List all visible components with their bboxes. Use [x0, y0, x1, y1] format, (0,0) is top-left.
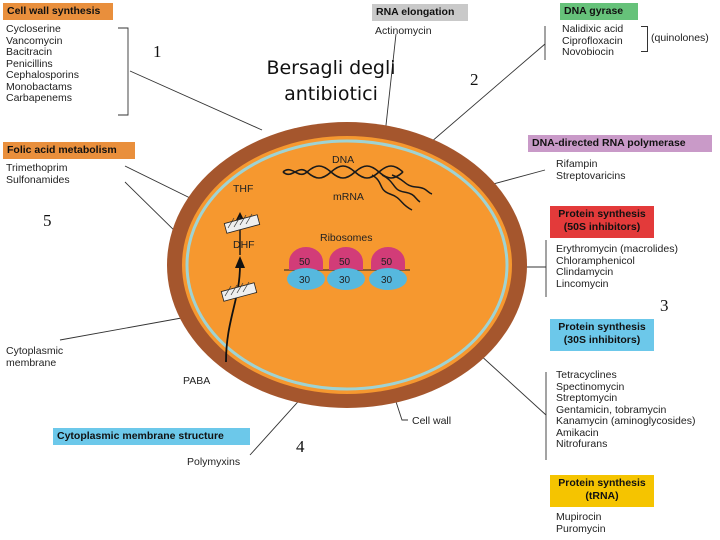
- thf-label: THF: [233, 183, 253, 195]
- drug-item: Vancomycin: [6, 34, 63, 47]
- paba-label: PABA: [183, 375, 211, 387]
- dhf-label: DHF: [233, 239, 255, 251]
- drug-item: Spectinomycin: [556, 380, 625, 393]
- number-4: 4: [296, 437, 305, 456]
- drug-item: Novobiocin: [562, 46, 614, 58]
- ribosome: 50 30: [327, 247, 365, 290]
- number-3: 3: [660, 296, 669, 315]
- header-line: Protein synthesis: [558, 477, 646, 489]
- ribosome-30s-label: 30: [381, 275, 393, 286]
- number-5: 5: [43, 211, 52, 230]
- drug-item: Kanamycin (aminoglycosides): [556, 415, 696, 427]
- drug-item: Nalidixic acid: [562, 23, 624, 35]
- protein-30s-drug-list: Tetracyclines Spectinomycin Streptomycin…: [556, 369, 696, 451]
- drug-item: Sulfonamides: [6, 173, 70, 186]
- drug-item: Lincomycin: [556, 277, 609, 290]
- folic-acid-header: Folic acid metabolism: [3, 142, 135, 159]
- drug-item: Bacitracin: [6, 46, 53, 58]
- diagram-title: Bersagli degli antibiotici: [246, 55, 416, 107]
- header-line: Protein synthesis: [558, 208, 646, 220]
- title-line-2: antibiotici: [284, 83, 378, 105]
- ribosome-50s-subunit: [329, 247, 363, 270]
- protein-50s-header: Protein synthesis (50S inhibitors): [550, 206, 654, 238]
- ribosome-30s-label: 30: [299, 275, 311, 286]
- dna-helix: [282, 165, 404, 179]
- header-line: Protein synthesis: [558, 321, 646, 333]
- ribosomes-label: Ribosomes: [320, 232, 373, 244]
- drug-item: Carbapenems: [6, 92, 72, 104]
- drug-item: Rifampin: [556, 158, 598, 170]
- drug-item: Ciprofloxacin: [562, 34, 623, 47]
- drug-item: Tetracyclines: [556, 369, 617, 381]
- header-line: (30S inhibitors): [563, 334, 641, 346]
- mrna-label: mRNA: [333, 191, 364, 203]
- drug-item: Streptomycin: [556, 392, 618, 404]
- drug-item: Streptovaricins: [556, 169, 626, 182]
- dna-gyrase-drug-list: Nalidixic acid Ciprofloxacin Novobiocin: [562, 23, 624, 59]
- drug-item: Chloramphenicol: [556, 254, 635, 267]
- header-line: (50S inhibitors): [563, 221, 641, 233]
- membrane-structure-header: Cytoplasmic membrane structure: [53, 428, 250, 445]
- drug-item: Nitrofurans: [556, 438, 608, 450]
- label-line: membrane: [6, 356, 57, 369]
- folic-acid-drug-list: Trimethoprim Sulfonamides: [6, 162, 70, 186]
- drug-item: Amikacin: [556, 426, 599, 439]
- sulfonamide-block: [220, 282, 258, 302]
- drug-item: Mupirocin: [556, 511, 602, 523]
- rna-polymerase-drug-list: Rifampin Streptovaricins: [556, 158, 626, 182]
- drug-item: Erythromycin (macrolides): [556, 243, 678, 255]
- quinolones-note: (quinolones): [651, 32, 709, 44]
- ribosome-30s-label: 30: [339, 275, 351, 286]
- ribosome: 50 30: [287, 247, 325, 290]
- cell-wall-drug-list: Cycloserine Vancomycin Bacitracin Penici…: [6, 23, 79, 105]
- ribosome-30s-subunit: [287, 268, 325, 290]
- drug-item: Gentamicin, tobramycin: [556, 403, 667, 416]
- leader-cell-wall: [129, 70, 263, 131]
- quinolones-bracket: [641, 26, 648, 52]
- drug-item-actinomycin: Actinomycin: [375, 25, 432, 37]
- mrna-strands: [371, 174, 433, 211]
- drug-item: Puromycin: [556, 522, 606, 535]
- ribosome-50s-subunit: [371, 247, 405, 270]
- cell-wall-bracket: [118, 27, 129, 116]
- cytoplasmic-membrane: [185, 139, 509, 391]
- ribosome-30s-subunit: [327, 268, 365, 290]
- cell-wall-synthesis-header: Cell wall synthesis: [3, 3, 113, 20]
- header-line: (tRNA): [585, 490, 619, 502]
- ribosome-30s-subunit: [369, 268, 407, 290]
- ribosome: 50 30: [369, 247, 407, 290]
- ribosome-50s-label: 50: [339, 257, 351, 268]
- drug-item: Clindamycin: [556, 266, 614, 278]
- drug-item-polymyxins: Polymyxins: [187, 456, 241, 468]
- cytoplasmic-membrane-label: Cytoplasmic membrane: [6, 345, 64, 369]
- number-1: 1: [153, 42, 162, 61]
- folic-pathway: [220, 212, 261, 363]
- protein-trna-header: Protein synthesis (tRNA): [550, 475, 654, 507]
- dna-gyrase-header: DNA gyrase: [560, 3, 638, 20]
- title-line-1: Bersagli degli: [266, 57, 396, 79]
- drug-item: Penicillins: [6, 57, 53, 70]
- ribosome-50s-label: 50: [381, 257, 393, 268]
- label-line: Cytoplasmic: [6, 345, 64, 357]
- trimethoprim-block: [223, 214, 261, 234]
- ribosome-50s-subunit: [289, 247, 323, 270]
- drug-item: Monobactams: [6, 80, 72, 93]
- rna-polymerase-header: DNA-directed RNA polymerase: [528, 135, 712, 152]
- drug-item: Cephalosporins: [6, 69, 79, 81]
- cell-wall-label: Cell wall: [412, 415, 452, 427]
- ribosome-50s-label: 50: [299, 257, 311, 268]
- dna-label: DNA: [332, 154, 354, 166]
- rna-elongation-header: RNA elongation: [372, 4, 468, 21]
- protein-50s-drug-list: Erythromycin (macrolides) Chloramphenico…: [556, 243, 678, 290]
- drug-item: Trimethoprim: [6, 162, 68, 174]
- protein-trna-drug-list: Mupirocin Puromycin: [556, 511, 606, 535]
- number-2: 2: [470, 70, 479, 89]
- ribosome-group: 50 30 50 30 50 30: [284, 247, 410, 290]
- leader-membrane: [59, 314, 199, 341]
- protein-30s-header: Protein synthesis (30S inhibitors): [550, 319, 654, 351]
- drug-item: Cycloserine: [6, 23, 61, 35]
